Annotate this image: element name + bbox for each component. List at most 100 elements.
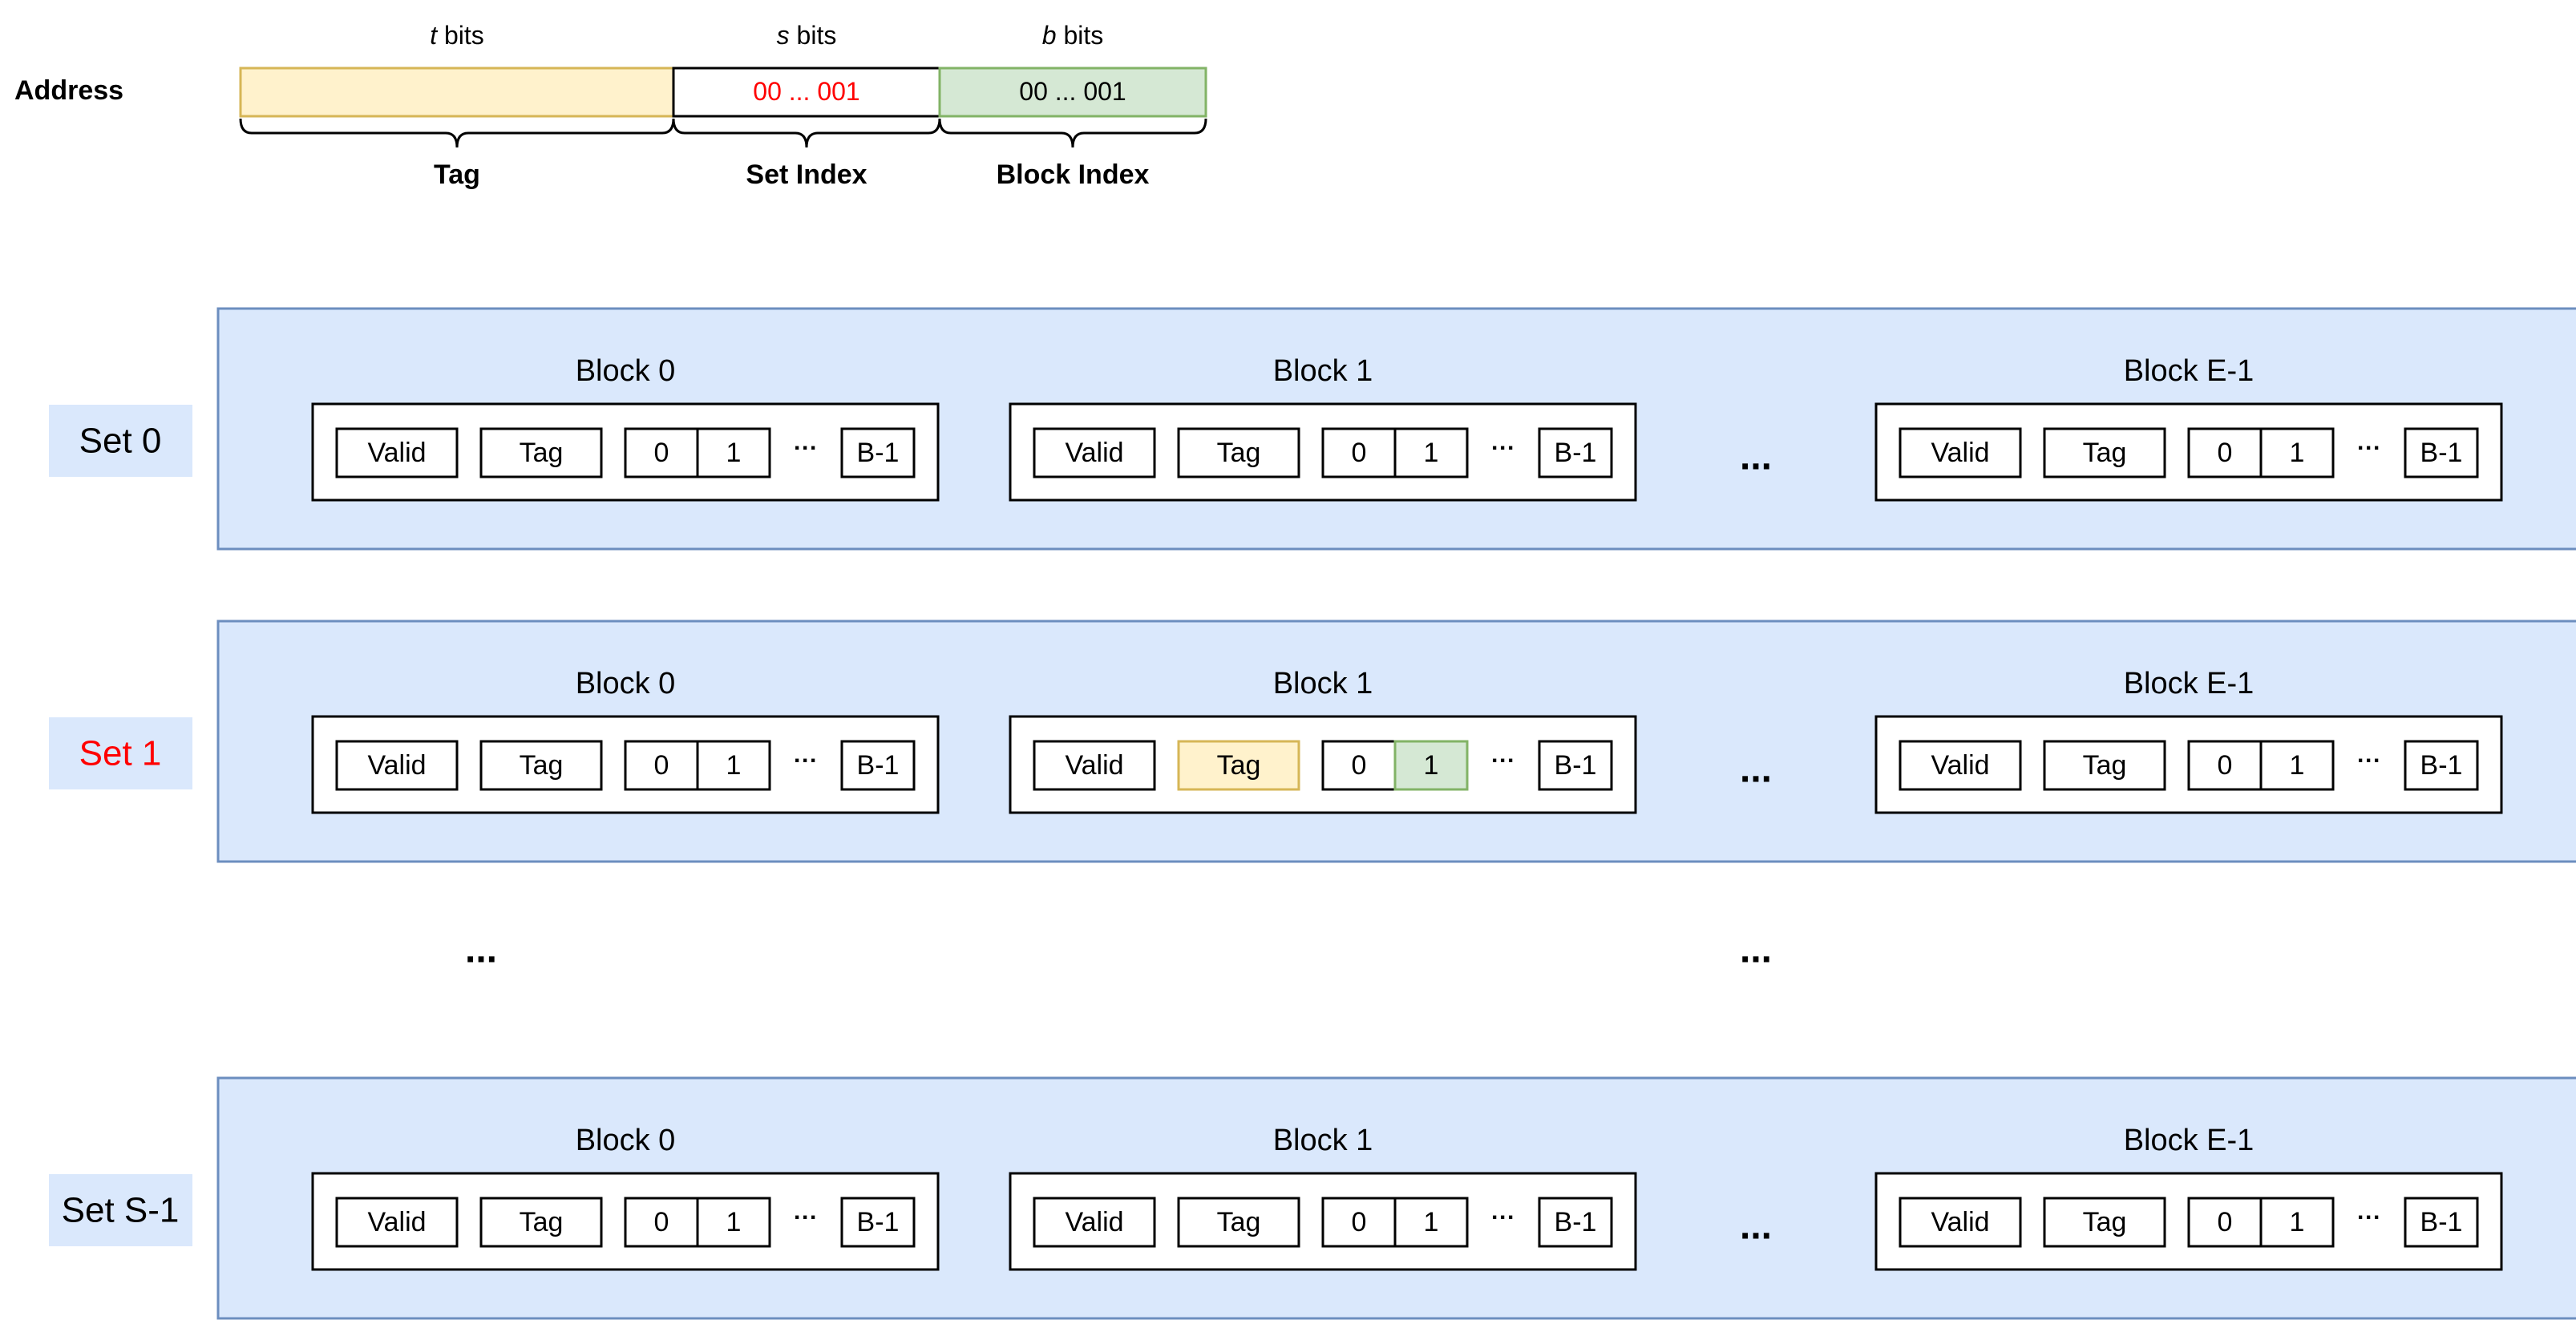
- set-set-s-1-block-0-title: Block 0: [576, 1124, 676, 1157]
- set-set-s-1-block-2-last-byte-cell: [2404, 1197, 2479, 1248]
- set-set-s-1-block-1-byte-ellipsis: ···: [1491, 1205, 1515, 1231]
- set-set-s-1-block-1-valid-cell: [1033, 1197, 1156, 1248]
- address-field-tag: [239, 67, 675, 118]
- set-set-0-block-2-tag-cell: [2043, 427, 2166, 478]
- set-set-1-block-2-title: Block E-1: [2124, 667, 2255, 700]
- brace-set-index: [672, 118, 941, 148]
- set-set-0-label: Set 0: [79, 422, 162, 461]
- address-field-block-index-value: 00 ... 001: [1019, 77, 1126, 106]
- set-set-s-1-block-2-valid-cell: [1899, 1197, 2022, 1248]
- set-set-s-1-block-0-tag-text: Tag: [520, 1207, 564, 1237]
- set-set-0-block-1-title: Block 1: [1273, 354, 1373, 388]
- set-set-1-block-0-title: Block 0: [576, 667, 676, 700]
- set-set-0-block-0-tag-text: Tag: [520, 438, 564, 468]
- address-field-set-index-value: 00 ... 001: [753, 77, 859, 106]
- brace-block-index: [938, 118, 1207, 148]
- width-suffix: bits: [437, 21, 484, 50]
- set-set-0-block-0-title: Block 0: [576, 354, 676, 388]
- set-set-1-block-1-byte-1-cell: [1393, 740, 1469, 791]
- set-set-1-block-2-tag-cell: [2043, 740, 2166, 791]
- set-set-1-block-1-byte-ellipsis: ···: [1491, 748, 1515, 774]
- set-set-0-block-1-last-byte-cell: [1538, 427, 1613, 478]
- set-set-0-block-2-byte-0-cell: [2187, 427, 2263, 478]
- set-set-0-block-2-last-byte-cell: [2404, 427, 2479, 478]
- set-set-1-block-1-tag-text: Tag: [1217, 750, 1261, 781]
- set-set-0-block-0-byte-0-text: 0: [654, 438, 669, 468]
- set-set-1-block-2-last-byte-text: B-1: [2420, 750, 2463, 781]
- set-set-0-block-0-byte-ellipsis: ···: [794, 435, 818, 462]
- set-set-1-block-2-byte-ellipsis: ···: [2357, 748, 2381, 774]
- set-set-0-block-0-tag-cell: [479, 427, 603, 478]
- set-set-s-1-block-1-byte-0-text: 0: [1352, 1207, 1367, 1237]
- set-set-1-block-2-valid-cell: [1899, 740, 2022, 791]
- set-set-1-block-0-valid-text: Valid: [367, 750, 426, 781]
- set-set-0-block-0-byte-1-text: 1: [726, 438, 742, 468]
- set-set-s-1-block-2-title: Block E-1: [2124, 1124, 2255, 1157]
- set-set-s-1-block-1-tag-cell: [1177, 1197, 1300, 1248]
- set-set-s-1-block-0-byte-ellipsis: ···: [794, 1205, 818, 1231]
- set-set-0-block-0-valid-text: Valid: [367, 438, 426, 468]
- set-set-s-1-label: Set S-1: [62, 1191, 180, 1230]
- set-set-s-1-block-2-valid-text: Valid: [1931, 1207, 1989, 1237]
- set-set-1-block-2-byte-0-text: 0: [2218, 750, 2233, 781]
- set-set-s-1-block-1-valid-text: Valid: [1065, 1207, 1123, 1237]
- set-set-0-block-2-byte-1-text: 1: [2290, 438, 2305, 468]
- set-set-0-block-1-byte-ellipsis: ···: [1491, 435, 1515, 462]
- set-set-s-1-block-1-byte-1-text: 1: [1424, 1207, 1439, 1237]
- set-set-s-1-block-2-tag-text: Tag: [2083, 1207, 2127, 1237]
- set-set-s-1-block-1-title: Block 1: [1273, 1124, 1373, 1157]
- set-set-1-block-0-last-byte-text: B-1: [857, 750, 900, 781]
- set-set-1-block-1-last-byte-text: B-1: [1555, 750, 1597, 781]
- address-label: Address: [14, 75, 123, 106]
- set-set-s-1-block-0-valid-text: Valid: [367, 1207, 426, 1237]
- set-set-1-block-1-title: Block 1: [1273, 667, 1373, 700]
- set-set-1-label-chip: [49, 717, 192, 789]
- set-set-0-block-1-byte-1-cell: [1393, 427, 1469, 478]
- set-set-0-block-0-byte-1-cell: [696, 427, 771, 478]
- width-variable: b: [1042, 21, 1057, 50]
- set-set-1-block-1-byte-0-text: 0: [1352, 750, 1367, 781]
- set-set-1-block-0-byte-1-cell: [696, 740, 771, 791]
- set-set-1-block-2-last-byte-cell: [2404, 740, 2479, 791]
- set-set-s-1-block-0-byte-0-text: 0: [654, 1207, 669, 1237]
- set-set-1-block-0-tag-text: Tag: [520, 750, 564, 781]
- brace-tag: [239, 118, 675, 148]
- address-field-tag-width: t bits: [430, 21, 484, 50]
- set-set-1-label: Set 1: [79, 734, 162, 773]
- set-set-s-1-block-1-tag-text: Tag: [1217, 1207, 1261, 1237]
- address-field-block-index: [938, 67, 1207, 118]
- sets-ellipsis-left: ...: [465, 929, 497, 971]
- set-set-0-block-2-byte-0-text: 0: [2218, 438, 2233, 468]
- set-set-1-block-1-last-byte-cell: [1538, 740, 1613, 791]
- address-field-set-index-width: s bits: [777, 21, 837, 50]
- set-set-0-block-1-valid-cell: [1033, 427, 1156, 478]
- set-set-1-block-0-byte-0-cell: [624, 740, 699, 791]
- width-variable: t: [430, 21, 438, 50]
- set-set-s-1-block-2-tag-cell: [2043, 1197, 2166, 1248]
- set-set-0-block-1-byte-0-text: 0: [1352, 438, 1367, 468]
- set-set-1-block-0-byte-ellipsis: ···: [794, 748, 818, 774]
- address-field-tag-label: Tag: [434, 159, 480, 190]
- set-set-s-1-block-2-byte-ellipsis: ···: [2357, 1205, 2381, 1231]
- set-set-0-block-2-last-byte-text: B-1: [2420, 438, 2463, 468]
- set-set-0-block-0-last-byte-text: B-1: [857, 438, 900, 468]
- set-set-0-block-1-byte-0-cell: [1321, 427, 1397, 478]
- set-set-1-block-0-last-byte-cell: [840, 740, 916, 791]
- set-set-s-1-block-0-byte-1-cell: [696, 1197, 771, 1248]
- set-set-s-1-block-0-byte-1-text: 1: [726, 1207, 742, 1237]
- set-set-1-block-1-tag-cell: [1177, 740, 1300, 791]
- set-set-s-1-block-0-last-byte-cell: [840, 1197, 916, 1248]
- set-set-s-1-block-0-last-byte-text: B-1: [857, 1207, 900, 1237]
- width-suffix: bits: [1057, 21, 1104, 50]
- set-set-1-block-2-valid-text: Valid: [1931, 750, 1989, 781]
- set-set-s-1-block-1-last-byte-cell: [1538, 1197, 1613, 1248]
- set-set-1-block-0-byte-0-text: 0: [654, 750, 669, 781]
- set-set-0-block-2-byte-1-cell: [2259, 427, 2335, 478]
- set-set-0-block-ellipsis: ...: [1740, 436, 1772, 478]
- set-set-1-block-2-byte-1-cell: [2259, 740, 2335, 791]
- set-set-0-block-1-tag-cell: [1177, 427, 1300, 478]
- address-field-set-index: [672, 67, 941, 118]
- address-field-block-index-width: b bits: [1042, 21, 1103, 50]
- set-set-s-1-block-2-byte-1-cell: [2259, 1197, 2335, 1248]
- set-set-1-block-2-byte-1-text: 1: [2290, 750, 2305, 781]
